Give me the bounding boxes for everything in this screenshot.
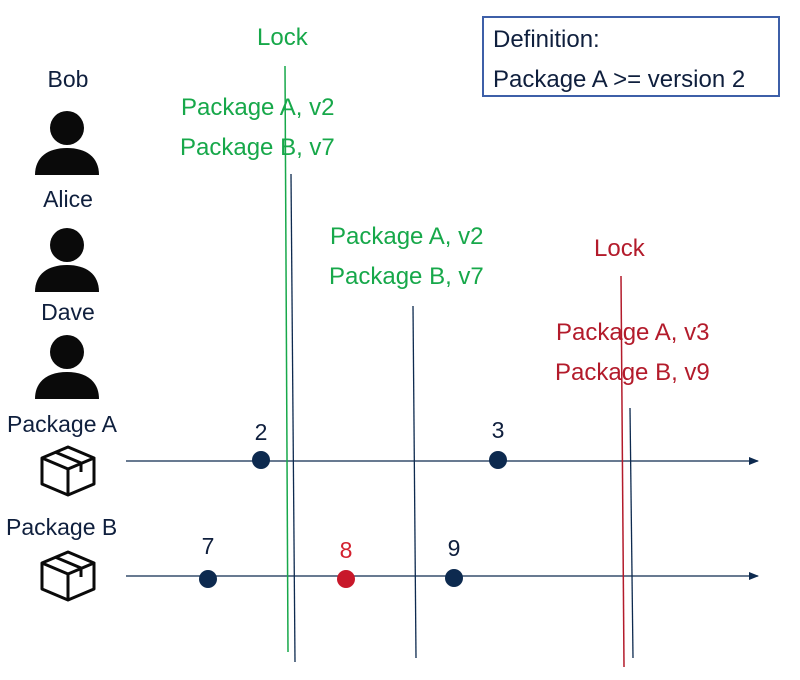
package-a-version-2-label: 2 <box>254 419 268 445</box>
package-b-version-7-dot <box>199 570 217 588</box>
package-box-icon <box>40 550 96 602</box>
bob-time-marker <box>290 173 296 663</box>
package-b-version-9-dot <box>445 569 463 587</box>
alice-package-a: Package A, v2 <box>330 223 484 250</box>
package-a-version-3-label: 3 <box>491 417 505 443</box>
person-icon <box>35 111 99 175</box>
package-a-version-2-dot <box>252 451 270 469</box>
package-a-name: Package A <box>7 411 117 437</box>
package-b-version-8-label: 8 <box>339 537 353 563</box>
actor-name-alice: Alice <box>43 186 93 212</box>
dave-time-marker <box>629 407 634 659</box>
definition-box: Definition: Package A >= version 2 <box>482 16 780 97</box>
definition-rule: Package A >= version 2 <box>493 66 746 93</box>
alice-time-marker <box>412 305 417 659</box>
package-a-version-3-dot <box>489 451 507 469</box>
definition-title: Definition: <box>493 26 600 53</box>
bob-lock-package-a: Package A, v2 <box>181 94 335 121</box>
bob-lock-title: Lock <box>257 24 308 51</box>
person-icon <box>35 335 99 399</box>
package-b-version-9-label: 9 <box>447 535 461 561</box>
package-box-icon <box>40 445 96 497</box>
dave-lock-line <box>620 275 625 668</box>
package-b-name: Package B <box>6 514 118 540</box>
bob-lock-line <box>284 65 289 653</box>
package-b-version-8-dot <box>337 570 355 588</box>
package-b-version-7-label: 7 <box>201 533 215 559</box>
actor-name-bob: Bob <box>47 66 89 92</box>
dave-lock-package-b: Package B, v9 <box>555 359 710 386</box>
dave-lock-package-a: Package A, v3 <box>556 319 710 346</box>
alice-package-b: Package B, v7 <box>329 263 484 290</box>
bob-lock-package-b: Package B, v7 <box>180 134 335 161</box>
actor-name-dave: Dave <box>41 299 95 325</box>
dave-lock-title: Lock <box>594 235 645 262</box>
person-icon <box>35 228 99 292</box>
